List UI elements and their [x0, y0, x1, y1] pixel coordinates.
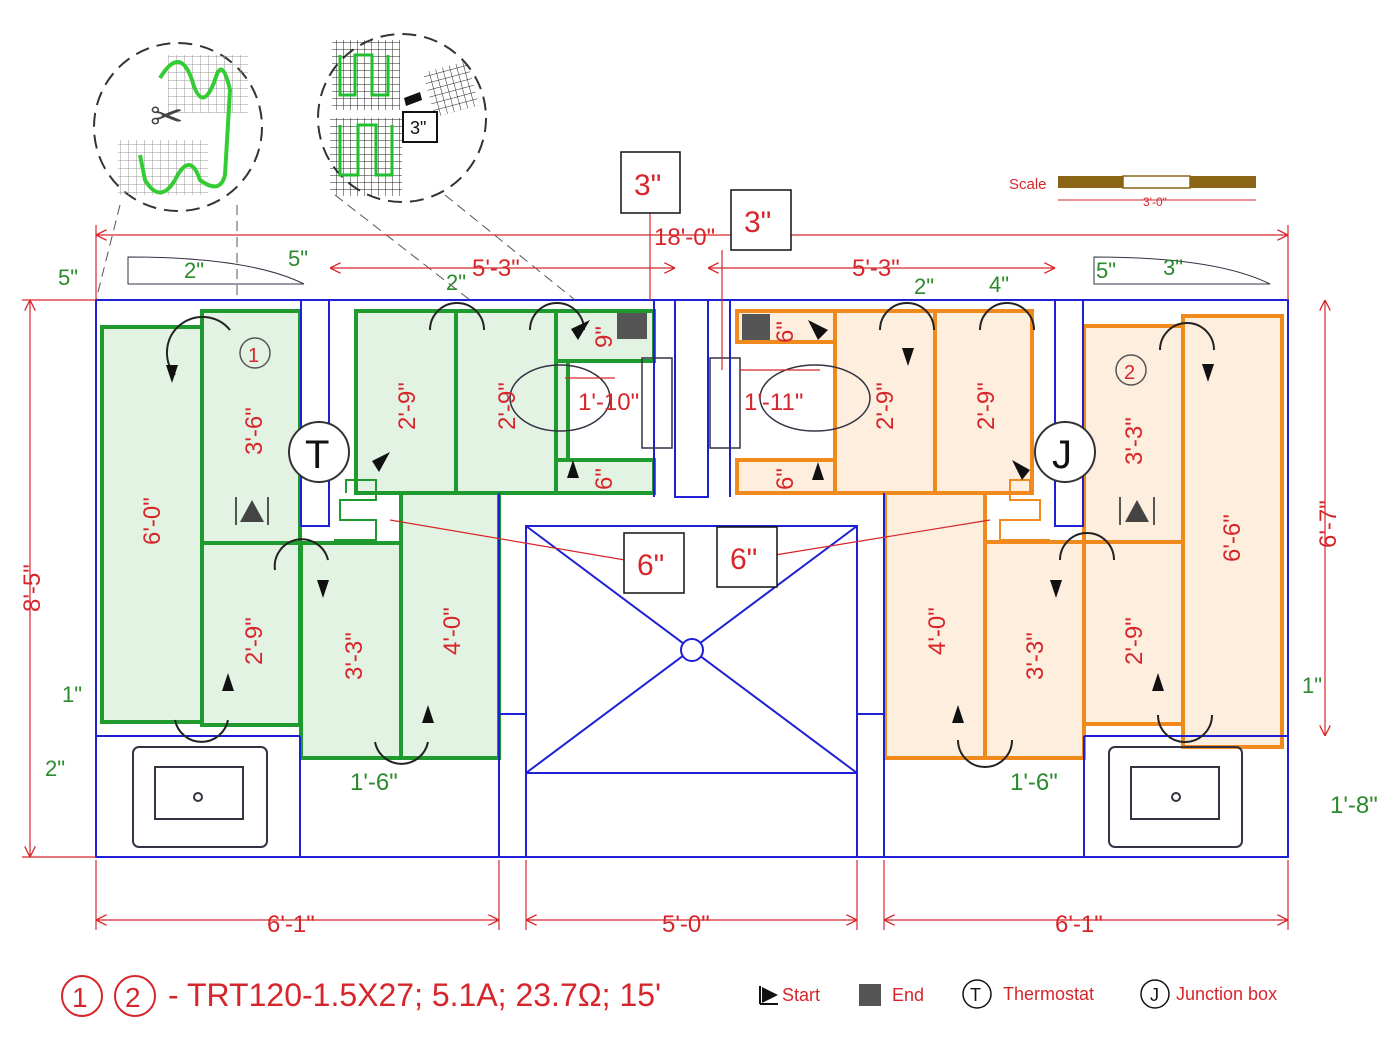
right-mat-2-9-a: 2'-9": [1121, 617, 1148, 665]
cable-1-marker: 1: [239, 337, 271, 369]
dim-g-tr-2in: 2": [914, 274, 934, 299]
dim-g-tl-5in: 5": [58, 265, 78, 290]
svg-text:✂: ✂: [150, 94, 184, 140]
legend-cable-1: 1: [61, 975, 103, 1017]
dim-g-left-2in: 2": [45, 756, 65, 781]
toilets: [509, 357, 871, 449]
right-mat-4-0: 4'-0": [924, 607, 951, 655]
left-mat-2-9-a: 2'-9": [241, 617, 268, 665]
dim-g-tc-2in: 2": [446, 270, 466, 295]
svg-text:6": 6": [637, 549, 664, 582]
bottom-center-dim: 5'-0": [662, 911, 710, 938]
dim-g-right-1in: 1": [1302, 673, 1322, 698]
scale-label: Scale: [1009, 176, 1047, 193]
overall-height-right-dim: 6'-7": [1315, 500, 1342, 548]
legend-start: Start: [782, 985, 820, 1005]
callout-left-3in: 3": [620, 151, 681, 214]
dimension-lines: [22, 213, 1325, 930]
detail-3in-label: 3": [410, 118, 426, 138]
left-mat-6-0: 6'-0": [139, 497, 166, 545]
dim-g-left-1in: 1": [62, 682, 82, 707]
scale-bar: Scale 3'-0": [1009, 175, 1256, 209]
callout-left-6in: 6": [623, 532, 685, 594]
svg-text:3": 3": [744, 206, 771, 239]
right-mat-3-3-b: 3'-3": [1022, 632, 1049, 680]
thermostat-marker: T: [288, 421, 350, 483]
svg-text:J: J: [1150, 985, 1159, 1005]
left-sink: [132, 746, 268, 848]
legend-thermostat: Thermostat: [1003, 984, 1094, 1004]
left-mat-2-9-b: 2'-9": [394, 382, 421, 430]
left-mat-6in: 6": [591, 468, 618, 490]
legend-end: End: [892, 985, 924, 1005]
door-swings: [127, 256, 1271, 285]
right-mat-2-9-c: 2'-9": [973, 382, 1000, 430]
legend-junction-box: Junction box: [1176, 984, 1277, 1004]
svg-text:T: T: [305, 433, 329, 477]
vent-left: [235, 497, 269, 525]
vent-right: [1119, 497, 1155, 525]
left-mat-1-10: 1'-10": [578, 389, 639, 416]
right-mat-3-3-a: 3'-3": [1121, 417, 1148, 465]
right-mat-6in-b: 6": [772, 321, 799, 343]
left-mat-4-0: 4'-0": [439, 607, 466, 655]
cable-2-marker: 2: [1115, 354, 1147, 386]
legend-spec: - TRT120-1.5X27; 5.1A; 23.7Ω; 15': [168, 977, 661, 1013]
dim-g-tl-2in: 2": [184, 258, 204, 283]
end-icon: [859, 984, 881, 1006]
svg-text:2: 2: [1124, 362, 1135, 384]
flow-arrows: [166, 320, 1214, 723]
left-mat-3-6: 3'-6": [241, 407, 268, 455]
top-left-run-dim: 5'-3": [472, 255, 520, 282]
right-mat-1-11: 1'-11": [744, 389, 803, 416]
right-sink: [1108, 746, 1243, 848]
dim-g-tc-5in: 5": [288, 246, 308, 271]
top-right-run-dim: 5'-3": [852, 255, 900, 282]
callout-right-6in: 6": [716, 526, 778, 588]
right-mat-2-9-b: 2'-9": [872, 382, 899, 430]
overall-height-left-dim: 8'-5": [19, 564, 46, 612]
svg-text:1: 1: [248, 345, 259, 367]
start-icon: [759, 986, 778, 1005]
overall-width-dim: 18'-0": [654, 224, 715, 251]
left-mats: [100, 309, 656, 760]
scale-length: 3'-0": [1143, 195, 1167, 209]
bottom-right-dim: 6'-1": [1055, 911, 1103, 938]
right-mats: [735, 309, 1284, 760]
svg-text:J: J: [1052, 433, 1072, 477]
thermostat-icon: T: [962, 979, 992, 1009]
dim-g-right-edge: 1'-8": [1330, 792, 1378, 819]
svg-text:1: 1: [72, 982, 88, 1013]
dim-g-gap-left: 1'-6": [350, 769, 398, 796]
svg-text:T: T: [970, 985, 981, 1005]
callout-right-3in: 3": [730, 189, 792, 251]
turn-arcs: [165, 302, 1215, 768]
right-mat-6in-a: 6": [772, 468, 799, 490]
dim-g-far-3in: 3": [1163, 255, 1183, 280]
bottom-left-dim: 6'-1": [267, 911, 315, 938]
dim-g-far-5in: 5": [1096, 258, 1116, 283]
junction-box-icon: J: [1140, 979, 1170, 1009]
legend-cable-2: 2: [114, 975, 156, 1017]
dim-g-tr-4in: 4": [989, 272, 1009, 297]
right-mat-6-6: 6'-6": [1219, 514, 1246, 562]
legend: 1 2 - TRT120-1.5X27; 5.1A; 23.7Ω; 15' St…: [61, 975, 1277, 1017]
offset-detail: 3": [317, 33, 576, 301]
svg-text:3": 3": [634, 169, 661, 202]
left-mat-2-9-c: 2'-9": [494, 382, 521, 430]
left-mat-9in: 9": [591, 326, 618, 348]
svg-text:2: 2: [125, 982, 141, 1013]
walls: [95, 299, 1289, 858]
junction-marker: J: [1034, 421, 1096, 483]
left-mat-3-3: 3'-3": [341, 632, 368, 680]
svg-text:6": 6": [730, 543, 757, 576]
cut-detail: ✂: [93, 42, 263, 301]
dim-g-gap-right: 1'-6": [1010, 769, 1058, 796]
